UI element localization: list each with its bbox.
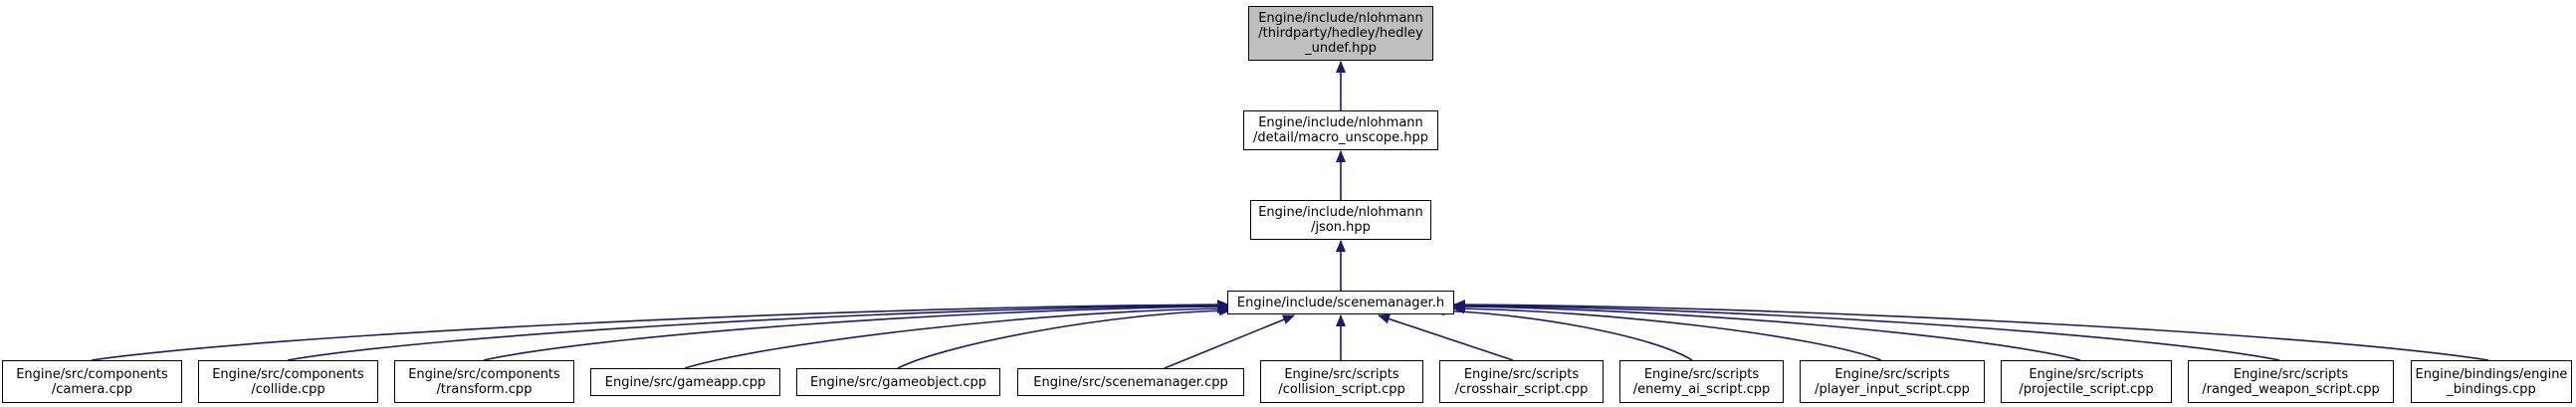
node-label: Engine/src/scripts /player_input_script.… [1815,366,1970,397]
node-collision-script[interactable]: Engine/src/scripts /collision_script.cpp [1260,360,1423,403]
edge-ranged-weapon-script-to-scenemanager-h [1453,301,2280,361]
edge-gameapp-to-scenemanager-h [684,304,1229,369]
node-engine-bindings[interactable]: Engine/bindings/engine _bindings.cpp [2411,360,2572,403]
node-label: Engine/src/components /collide.cpp [212,366,364,397]
node-scenemanager-cpp[interactable]: Engine/src/scenemanager.cpp [1017,368,1244,396]
node-projectile-script[interactable]: Engine/src/scripts /projectile_script.cp… [2001,360,2172,403]
node-label: Engine/src/scenemanager.cpp [1033,374,1228,390]
node-label: Engine/bindings/engine _bindings.cpp [2415,366,2568,397]
node-label: Engine/include/scenemanager.h [1236,295,1445,310]
node-collide[interactable]: Engine/src/components /collide.cpp [198,360,378,403]
edge-transform-to-scenemanager-h [483,302,1229,361]
node-transform[interactable]: Engine/src/components /transform.cpp [394,360,574,403]
edge-gameobject-to-scenemanager-h [897,305,1231,369]
node-label: Engine/include/nlohmann /json.hpp [1258,205,1423,235]
edge-scenemanager-cpp-to-scenemanager-h [1164,314,1295,369]
node-gameapp[interactable]: Engine/src/gameapp.cpp [590,368,780,396]
node-label: Engine/include/nlohmann /thirdparty/hedl… [1258,11,1423,56]
node-player-input-script[interactable]: Engine/src/scripts /player_input_script.… [1800,360,1985,403]
node-label: Engine/src/scripts /ranged_weapon_script… [2202,366,2380,397]
node-label: Engine/include/nlohmann /detail/macro_un… [1252,115,1429,145]
edge-enemy-ai-script-to-scenemanager-h [1432,305,1693,361]
node-label: Engine/src/scripts /enemy_ai_script.cpp [1632,366,1771,397]
node-label: Engine/src/scripts /crosshair_script.cpp [1454,366,1589,397]
node-hedley-undef: Engine/include/nlohmann /thirdparty/hedl… [1248,6,1433,61]
edge-engine-bindings-to-scenemanager-h [1453,300,2489,361]
node-label: Engine/src/scripts /projectile_script.cp… [2019,366,2154,397]
node-camera[interactable]: Engine/src/components /camera.cpp [2,360,182,403]
node-label: Engine/src/gameapp.cpp [604,374,766,390]
edge-crosshair-script-to-scenemanager-h [1378,313,1514,361]
node-label: Engine/src/gameobject.cpp [809,374,987,390]
node-label: Engine/src/scripts /collision_script.cpp [1278,366,1405,397]
node-json[interactable]: Engine/include/nlohmann /json.hpp [1250,200,1431,240]
node-enemy-ai-script[interactable]: Engine/src/scripts /enemy_ai_script.cpp [1619,360,1784,403]
node-crosshair-script[interactable]: Engine/src/scripts /crosshair_script.cpp [1439,360,1604,403]
node-label: Engine/src/components /transform.cpp [408,366,560,397]
node-label: Engine/src/components /camera.cpp [16,366,168,397]
edge-projectile-script-to-scenemanager-h [1453,302,2081,361]
node-macro-unscope[interactable]: Engine/include/nlohmann /detail/macro_un… [1243,110,1438,150]
edge-collide-to-scenemanager-h [287,301,1229,361]
edge-player-input-script-to-scenemanager-h [1452,304,1882,361]
node-ranged-weapon-script[interactable]: Engine/src/scripts /ranged_weapon_script… [2188,360,2394,403]
node-scenemanager-h[interactable]: Engine/include/scenemanager.h [1227,291,1454,314]
edge-camera-to-scenemanager-h [91,300,1229,361]
node-gameobject[interactable]: Engine/src/gameobject.cpp [796,368,1000,396]
